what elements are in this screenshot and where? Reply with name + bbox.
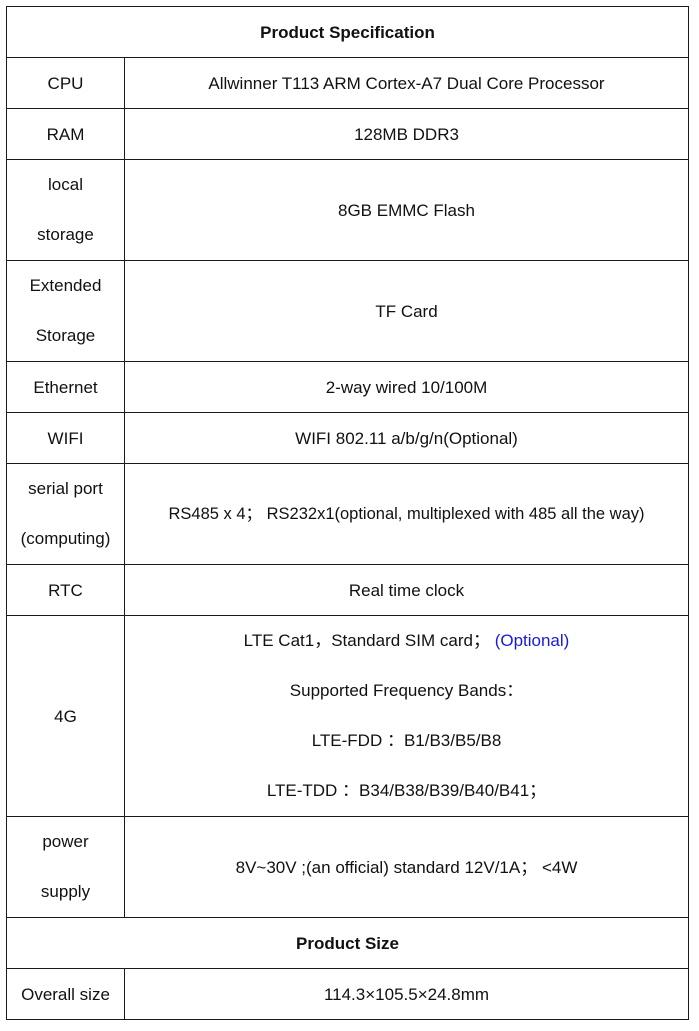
table-row-4g: 4G LTE Cat1，Standard SIM card； (Optional… bbox=[6, 615, 689, 817]
overall-size-label: Overall size bbox=[6, 968, 125, 1020]
spec-section-title: Product Specification bbox=[6, 6, 689, 58]
lte-line3: LTE-FDD ：B1/B3/B5/B8 bbox=[311, 731, 502, 750]
product-spec-table: Product Specification CPU Allwinner T113… bbox=[6, 6, 689, 1020]
overall-size-value: 114.3×105.5×24.8mm bbox=[124, 968, 689, 1020]
rtc-label: RTC bbox=[6, 564, 125, 616]
serial-port-value: RS485 x 4； RS232x1(optional, multiplexed… bbox=[124, 463, 689, 565]
table-row-rtc: RTC Real time clock bbox=[6, 564, 689, 616]
local-storage-label-line2: storage bbox=[37, 225, 94, 244]
cpu-label: CPU bbox=[6, 57, 125, 109]
table-row-serial-port: serial port (computing) RS485 x 4； RS232… bbox=[6, 463, 689, 565]
size-header-row: Product Size bbox=[6, 917, 689, 969]
power-supply-label-line2: supply bbox=[40, 882, 91, 901]
extended-storage-value: TF Card bbox=[124, 260, 689, 362]
size-section-title: Product Size bbox=[6, 917, 689, 969]
serial-port-label-line1: serial port bbox=[28, 479, 103, 498]
table-row-wifi: WIFI WIFI 802.11 a/b/g/n(Optional) bbox=[6, 412, 689, 464]
local-storage-label-line1: local bbox=[48, 175, 83, 194]
lte-line4: LTE-TDD ：B34/B38/B39/B40/B41； bbox=[266, 781, 547, 800]
wifi-value: WIFI 802.11 a/b/g/n(Optional) bbox=[124, 412, 689, 464]
local-storage-label: local storage bbox=[6, 159, 125, 261]
table-row-power-supply: power supply 8V~30V ;(an official) stand… bbox=[6, 816, 689, 918]
table-row-ram: RAM 128MB DDR3 bbox=[6, 108, 689, 160]
spec-header-row: Product Specification bbox=[6, 6, 689, 58]
lte-line2: Supported Frequency Bands： bbox=[289, 681, 524, 700]
lte-line1-optional: (Optional) bbox=[494, 631, 570, 650]
lte-line1: LTE Cat1，Standard SIM card； (Optional) bbox=[129, 616, 684, 666]
cpu-value: Allwinner T113 ARM Cortex-A7 Dual Core P… bbox=[124, 57, 689, 109]
wifi-label: WIFI bbox=[6, 412, 125, 464]
lte-label: 4G bbox=[6, 615, 125, 817]
power-supply-label: power supply bbox=[6, 816, 125, 918]
ethernet-label: Ethernet bbox=[6, 361, 125, 413]
lte-value: LTE Cat1，Standard SIM card； (Optional) S… bbox=[124, 615, 689, 817]
ethernet-value: 2-way wired 10/100M bbox=[124, 361, 689, 413]
power-supply-label-line1: power bbox=[42, 832, 89, 851]
local-storage-value: 8GB EMMC Flash bbox=[124, 159, 689, 261]
table-row-cpu: CPU Allwinner T113 ARM Cortex-A7 Dual Co… bbox=[6, 57, 689, 109]
extended-storage-label-line2: Storage bbox=[35, 326, 96, 345]
serial-port-label: serial port (computing) bbox=[6, 463, 125, 565]
ram-label: RAM bbox=[6, 108, 125, 160]
extended-storage-label-line1: Extended bbox=[29, 276, 102, 295]
ram-value: 128MB DDR3 bbox=[124, 108, 689, 160]
power-supply-value: 8V~30V ;(an official) standard 12V/1A； <… bbox=[124, 816, 689, 918]
extended-storage-label: Extended Storage bbox=[6, 260, 125, 362]
table-row-extended-storage: Extended Storage TF Card bbox=[6, 260, 689, 362]
table-row-ethernet: Ethernet 2-way wired 10/100M bbox=[6, 361, 689, 413]
table-row-overall-size: Overall size 114.3×105.5×24.8mm bbox=[6, 968, 689, 1020]
rtc-value: Real time clock bbox=[124, 564, 689, 616]
table-row-local-storage: local storage 8GB EMMC Flash bbox=[6, 159, 689, 261]
lte-line1-main: LTE Cat1，Standard SIM card； bbox=[243, 631, 490, 650]
serial-port-label-line2: (computing) bbox=[20, 529, 111, 548]
